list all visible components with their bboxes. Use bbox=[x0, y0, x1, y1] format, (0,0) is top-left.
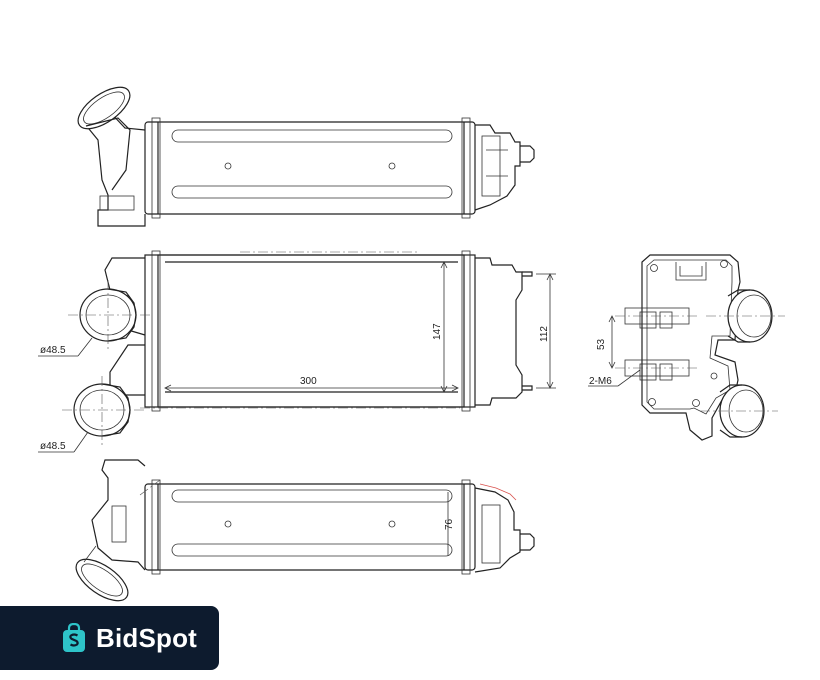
dim-core-width: 300 bbox=[300, 376, 317, 387]
side-view bbox=[588, 254, 785, 441]
dim-core-height: 147 bbox=[432, 323, 443, 340]
brand-logo: BidSpot bbox=[0, 606, 219, 670]
dim-thread-spec: 2-M6 bbox=[589, 376, 612, 387]
front-view bbox=[38, 250, 556, 453]
dim-hole-spacing: 53 bbox=[596, 338, 607, 350]
dim-mount-height: 112 bbox=[539, 326, 550, 342]
shopping-bag-icon bbox=[62, 622, 86, 653]
dim-diameter-bottom: ø48.5 bbox=[40, 441, 66, 452]
dim-bottom-depth: 76 bbox=[444, 518, 455, 530]
brand-name: BidSpot bbox=[96, 622, 198, 653]
bottom-view bbox=[75, 459, 535, 602]
dim-diameter-top: ø48.5 bbox=[40, 345, 66, 356]
top-view bbox=[77, 86, 535, 227]
